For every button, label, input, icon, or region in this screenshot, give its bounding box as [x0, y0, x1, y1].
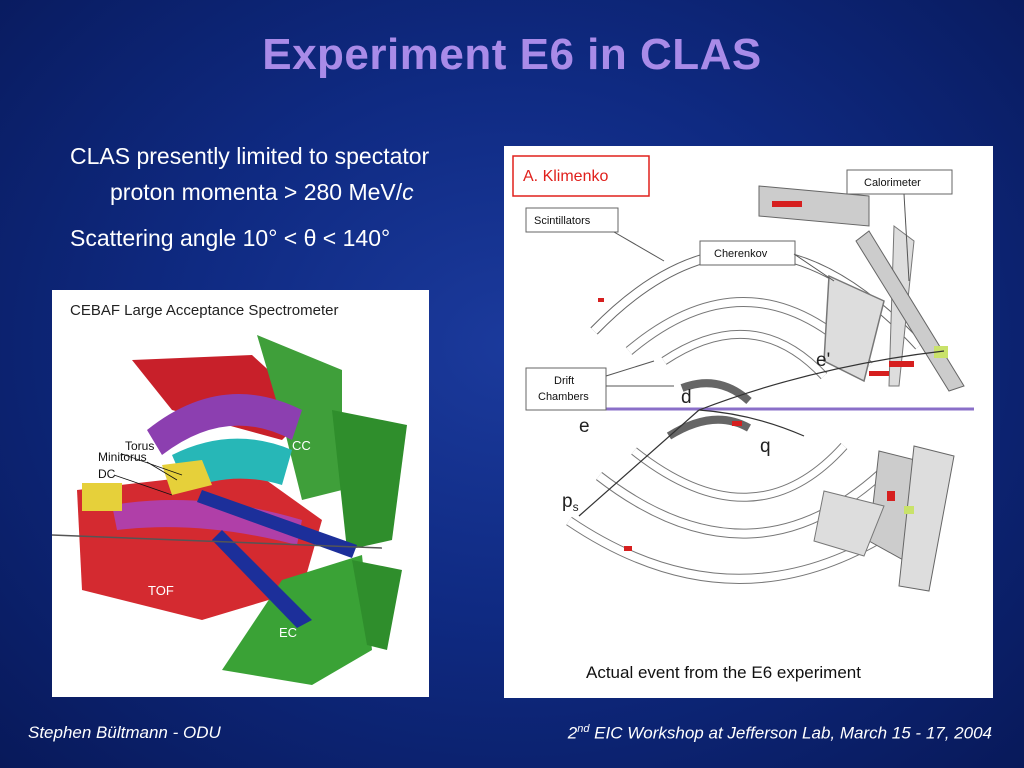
credit-text: A. Klimenko	[523, 168, 608, 185]
drift-leader-1	[605, 360, 655, 377]
label-cc: CC	[292, 438, 311, 453]
label-ps: ps	[562, 491, 579, 514]
label-q: q	[760, 436, 771, 457]
cherenkov-leader	[793, 253, 835, 282]
bullet-1-text: proton momenta > 280 MeV/	[110, 179, 403, 205]
calorimeter-lower	[813, 445, 955, 592]
slide-title: Experiment E6 in CLAS	[262, 30, 762, 79]
label-drift-line-1: Drift	[554, 375, 574, 387]
event-display-figure: A. Klimenko	[504, 146, 993, 698]
minitorus	[162, 460, 212, 495]
track-ps	[578, 409, 700, 517]
track-e-prime	[698, 350, 945, 411]
bullet-2: Scattering angle 10° < θ < 140°	[70, 220, 429, 256]
clas-detector-drawing: CEBAF Large Acceptance Spectrometer Toru…	[51, 302, 407, 685]
minitorus-leader	[146, 461, 178, 481]
clas-detector-figure: CEBAF Large Acceptance Spectrometer Toru…	[51, 290, 429, 697]
calorimeter-leader	[903, 193, 910, 282]
event-display-drawing: A. Klimenko	[512, 155, 974, 682]
credit-box	[512, 155, 650, 197]
label-minitorus: Minitorus	[98, 450, 147, 464]
footer-event-number: 2	[567, 723, 578, 743]
label-e-prime: e'	[816, 350, 830, 371]
label-cherenkov: Cherenkov	[714, 248, 768, 260]
ec-lower-right	[352, 560, 402, 650]
beamline-left	[51, 534, 383, 549]
footer-event-ordinal: nd	[577, 723, 590, 735]
theta-symbol: θ	[303, 225, 317, 251]
bullet-1-line-1: CLAS presently limited to spectator	[70, 143, 430, 169]
label-scintillators: Scintillators	[534, 215, 591, 227]
label-calorimeter: Calorimeter	[864, 177, 921, 189]
label-ec: EC	[279, 625, 297, 640]
calorimeter-hit	[934, 346, 948, 358]
figure-caption: Actual event from the E6 experiment	[586, 663, 861, 682]
label-dc: DC	[98, 467, 116, 481]
bullet-2-prefix: Scattering angle 10° <	[70, 225, 304, 251]
dc-arc-inner	[680, 379, 752, 405]
label-e: e	[579, 416, 590, 437]
bullet-list: CLAS presently limited to spectator prot…	[70, 138, 429, 256]
figure-heading: CEBAF Large Acceptance Spectrometer	[70, 302, 338, 319]
dc-yellow-box	[82, 483, 122, 511]
scintillators-leader	[613, 231, 665, 262]
cherenkov-label-box	[699, 240, 796, 266]
bullet-1-italic-c: c	[402, 179, 414, 205]
ec-right	[332, 410, 407, 550]
hit-markers	[598, 201, 914, 551]
footer-event-text: EIC Workshop at Jefferson Lab, March 15 …	[589, 723, 992, 743]
drift-chambers-label-box	[525, 367, 607, 411]
torus-coil-1	[197, 490, 357, 558]
label-drift-line-2: Chambers	[538, 391, 589, 403]
track-q	[698, 409, 805, 437]
bullet-2-suffix: < 140°	[316, 225, 391, 251]
dc-leader	[113, 474, 173, 496]
cc-purple-upper	[147, 394, 302, 455]
bullet-1-line-2: proton momenta > 280 MeV/c	[70, 174, 429, 210]
calorimeter-label-box	[846, 169, 953, 195]
footer-author: Stephen Bültmann - ODU	[28, 723, 221, 742]
footer-event: 2nd EIC Workshop at Jefferson Lab, March…	[568, 723, 992, 744]
calorimeter-hit-lower	[904, 506, 914, 514]
scintillators-label-box	[525, 207, 619, 233]
dc-arc-lower-mid-fill	[631, 443, 847, 501]
label-torus: Torus	[125, 439, 154, 453]
dc-arc-lower-outer-fill	[596, 463, 892, 538]
torus-leader	[121, 453, 183, 476]
label-d: d	[681, 387, 692, 408]
torus-coil-2	[212, 530, 312, 628]
dc-arc-mid-fill	[662, 330, 827, 379]
label-tof: TOF	[148, 583, 174, 598]
